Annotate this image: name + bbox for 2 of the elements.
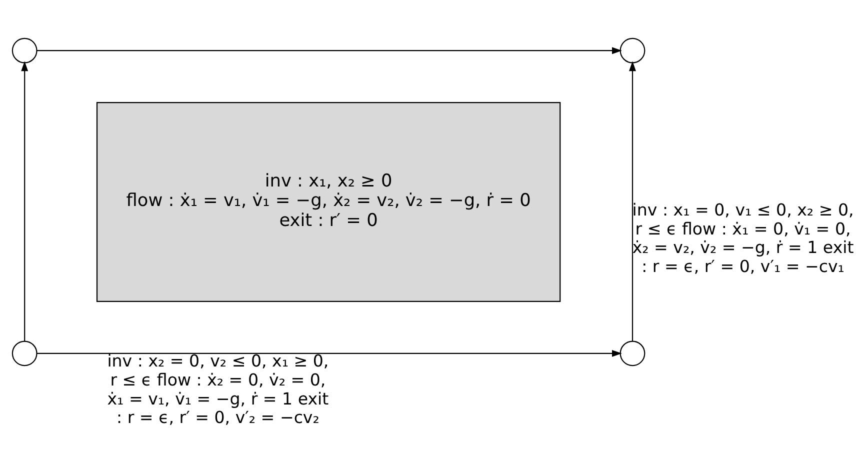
edge-label: inv : x₁ = 0, v₁ ≤ 0, x₂ ≥ 0, r ≤ ϵ flow : ẋ₁ = 0, v̇₁ = 0, ẋ₂ = v₂, v̇₂ = −g, ṙ = 1 exit : r = ϵ, r′ = 0, v′₁ = −cv₁ — [632, 200, 854, 276]
edge-label: inv : x₂ = 0, v₂ ≤ 0, x₁ ≥ 0, r ≤ ϵ flow : ẋ₂ = 0, v̇₂ = 0, ẋ₁ = v₁, v̇₁ = −g, ṙ = 1 exit : r = ϵ, r′ = 0, v′₂ = −cv₂ — [107, 352, 329, 428]
